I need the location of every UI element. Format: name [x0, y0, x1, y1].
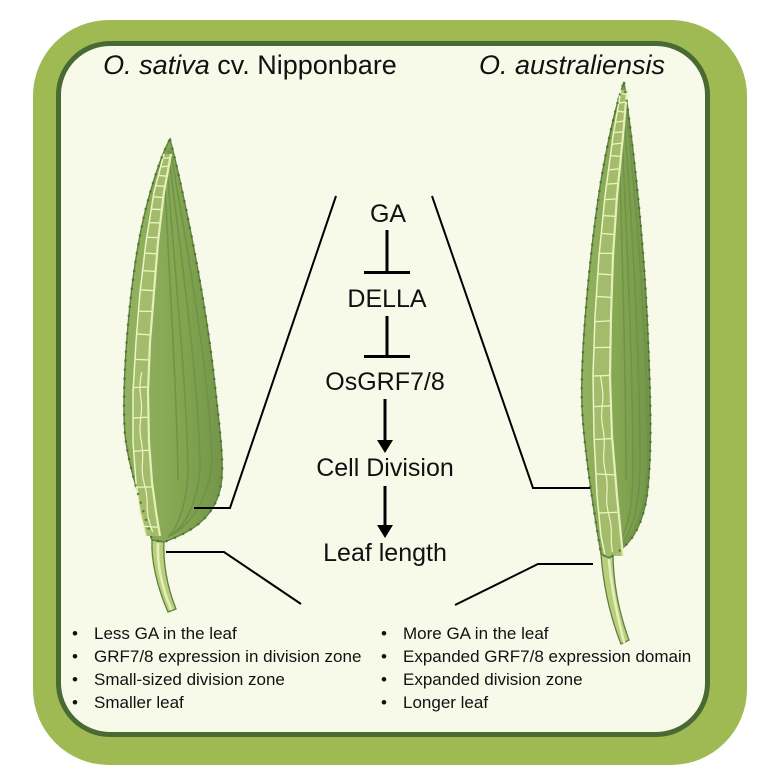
pathway-node-della: DELLA	[347, 285, 427, 313]
bullet-marker: •	[381, 624, 387, 643]
bullet-marker: •	[72, 670, 78, 689]
bullet-marker: •	[72, 624, 78, 643]
title-o-sativa: O. sativa cv. Nipponbare	[70, 50, 430, 80]
bullet-marker: •	[72, 647, 78, 666]
list-item-text: Longer leaf	[403, 693, 489, 712]
bullet-marker: •	[72, 693, 78, 712]
title-o-australiensis: O. australiensis	[440, 50, 704, 80]
list-item-text: Smaller leaf	[94, 693, 184, 712]
bullet-marker: •	[381, 693, 387, 712]
list-item-text: More GA in the leaf	[403, 624, 549, 643]
list-item: • More GA in the leaf	[381, 622, 711, 645]
bullet-marker: •	[381, 647, 387, 666]
pathway-node-leaf-length: Leaf length	[323, 539, 447, 567]
callout-line-left-leaf-base	[166, 551, 302, 605]
sativa-leaf-illustration	[122, 135, 224, 613]
inhibition-connector-della-grf	[364, 316, 410, 358]
list-item-text: GRF7/8 expression in division zone	[94, 647, 362, 666]
bullet-marker: •	[381, 670, 387, 689]
callout-line-right-division-zone	[431, 195, 590, 489]
list-item: • Smaller leaf	[72, 691, 377, 714]
pathway-node-cell-division: Cell Division	[316, 454, 454, 482]
callout-line-right-leaf-base	[454, 563, 593, 606]
list-item-text: Expanded division zone	[403, 670, 583, 689]
title-o-sativa-regular: cv. Nipponbare	[209, 50, 397, 80]
title-o-australiensis-italic: O. australiensis	[478, 50, 666, 80]
list-item: • Less GA in the leaf	[72, 622, 377, 645]
inhibition-connector-ga-della	[364, 230, 410, 274]
callout-line-left-division-zone	[194, 195, 337, 509]
list-item-text: Expanded GRF7/8 expression domain	[403, 647, 692, 666]
list-item: • Expanded GRF7/8 expression domain	[381, 645, 711, 668]
activation-arrow-grf-celldivision	[377, 399, 393, 453]
list-item: • GRF7/8 expression in division zone	[72, 645, 377, 668]
title-o-sativa-italic: O. sativa	[103, 50, 210, 80]
australiensis-leaf-illustration	[580, 81, 652, 645]
sativa-traits-list: • Less GA in the leaf • GRF7/8 expression …	[72, 622, 377, 714]
list-item-text: Less GA in the leaf	[94, 624, 237, 643]
activation-arrow-celldivision-leaflength	[377, 486, 393, 538]
list-item: • Expanded division zone	[381, 668, 711, 691]
pathway-node-ga: GA	[369, 200, 407, 228]
list-item: • Longer leaf	[381, 691, 711, 714]
australiensis-traits-list: • More GA in the leaf • Expanded GRF7/8 ex…	[381, 622, 711, 714]
list-item-text: Small-sized division zone	[94, 670, 285, 689]
pathway-node-osgrf78: OsGRF7/8	[325, 368, 445, 396]
list-item: • Small-sized division zone	[72, 668, 377, 691]
